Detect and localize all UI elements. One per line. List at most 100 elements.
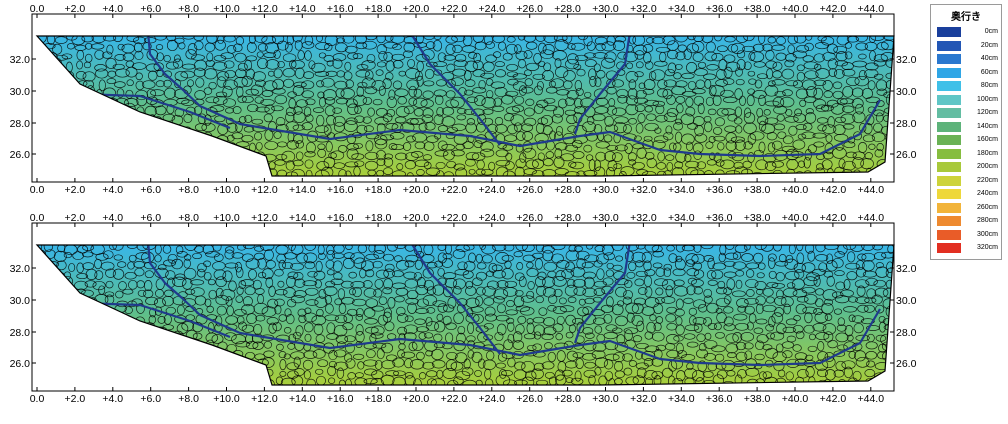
x-tick-label-bottom: +20.0 [403,184,430,196]
legend-label: 300cm [976,230,998,238]
x-tick-label-bottom: +8.0 [178,393,199,405]
legend-label: 240cm [976,190,998,197]
x-tick-label-top: +32.0 [630,212,657,224]
legend-label: 280cm [976,217,998,224]
x-tick-label-top: +6.0 [140,3,161,15]
x-tick-label-top: +26.0 [516,3,543,15]
y-tick-label-left: 28.0 [10,327,31,339]
legend-swatch [937,40,961,51]
y-tick-label-left: 32.0 [10,263,31,275]
x-tick-label-bottom: +14.0 [289,393,316,405]
x-tick-label-bottom: +22.0 [441,393,468,405]
legend-swatch [937,54,961,64]
x-tick-label-top: +8.0 [178,3,199,15]
x-tick-label-top: +20.0 [403,212,430,224]
x-tick-label-top: +24.0 [479,3,506,15]
x-tick-label-top: +28.0 [554,3,581,15]
x-tick-label-bottom: +44.0 [858,184,885,196]
y-tick-label-left: 30.0 [10,295,31,307]
x-tick-label-top: +18.0 [365,3,392,15]
legend-title: 奥行き [951,12,981,23]
legend-label: 100cm [976,95,998,103]
legend-swatch [937,121,961,132]
x-tick-label-top: +2.0 [65,212,86,224]
legend-label: 320cm [976,244,998,251]
x-tick-label-bottom: +32.0 [630,184,657,196]
x-tick-label-bottom: +28.0 [554,184,581,196]
x-tick-label-bottom: +36.0 [706,393,733,405]
x-tick-label-top: +42.0 [820,212,847,224]
stone-wall [37,36,894,176]
stone-wall [37,245,894,385]
y-tick-label-right: 30.0 [896,86,917,98]
legend-swatch [937,27,961,37]
x-tick-label-top: +26.0 [516,212,543,224]
x-tick-label-bottom: +20.0 [403,393,430,405]
x-tick-label-top: +18.0 [365,212,392,224]
x-tick-label-top: +30.0 [592,3,619,15]
x-tick-label-top: +16.0 [327,212,354,224]
legend-label: 260cm [976,203,998,211]
x-tick-label-top: +10.0 [213,3,240,15]
y-tick-label-left: 28.0 [10,118,31,130]
legend-label: 20cm [980,41,998,49]
y-tick-label-right: 28.0 [896,118,917,130]
legend-swatch [937,216,961,226]
legend-swatch [937,202,961,213]
x-tick-label-top: +28.0 [554,212,581,224]
x-tick-label-bottom: +24.0 [479,393,506,405]
x-tick-label-top: +4.0 [102,3,123,15]
x-tick-label-top: +8.0 [178,212,199,224]
x-tick-label-top: +44.0 [858,212,885,224]
elevation-panel-top: 0.00.0+2.0+2.0+4.0+4.0+6.0+6.0+8.0+8.0+1… [10,3,917,196]
x-tick-label-top: +10.0 [213,212,240,224]
x-tick-label-bottom: +18.0 [365,184,392,196]
x-tick-label-bottom: +34.0 [668,184,695,196]
legend-swatch [937,243,961,253]
x-tick-label-bottom: +38.0 [744,393,771,405]
x-tick-label-bottom: +36.0 [706,184,733,196]
y-tick-label-right: 26.0 [896,149,917,161]
legend-label: 140cm [976,122,998,130]
x-tick-label-top: +12.0 [251,3,278,15]
x-tick-label-top: +14.0 [289,212,316,224]
x-tick-label-top: +32.0 [630,3,657,15]
x-tick-label-top: +6.0 [140,212,161,224]
x-tick-label-bottom: +12.0 [251,393,278,405]
x-tick-label-bottom: +16.0 [327,184,354,196]
x-tick-label-top: +22.0 [441,3,468,15]
x-tick-label-bottom: 0.0 [30,393,45,405]
legend-label: 160cm [976,136,998,143]
x-tick-label-bottom: +18.0 [365,393,392,405]
x-tick-label-bottom: +22.0 [441,184,468,196]
y-tick-label-left: 26.0 [10,358,31,370]
legend-label: 120cm [976,109,998,116]
x-tick-label-top: +12.0 [251,212,278,224]
x-tick-label-top: +24.0 [479,212,506,224]
x-tick-label-top: +2.0 [65,3,86,15]
x-tick-label-top: +36.0 [706,212,733,224]
x-tick-label-bottom: +26.0 [516,184,543,196]
y-tick-label-left: 30.0 [10,86,31,98]
x-tick-label-top: +34.0 [668,212,695,224]
x-tick-label-bottom: +44.0 [858,393,885,405]
x-tick-label-bottom: +6.0 [140,184,161,196]
x-tick-label-bottom: +28.0 [554,393,581,405]
legend-swatch [937,67,961,78]
legend-swatch [937,94,961,105]
elevation-panel-bottom: 0.00.0+2.0+2.0+4.0+4.0+6.0+6.0+8.0+8.0+1… [10,212,917,405]
x-tick-label-top: +22.0 [441,212,468,224]
x-tick-label-bottom: +42.0 [820,393,847,405]
x-tick-label-bottom: +6.0 [140,393,161,405]
y-tick-label-right: 26.0 [896,358,917,370]
x-tick-label-bottom: +30.0 [592,184,619,196]
legend-label: 40cm [980,55,998,62]
legend-label: 0cm [984,28,998,35]
legend-swatch [937,175,961,186]
x-tick-label-top: +16.0 [327,3,354,15]
x-tick-label-bottom: +40.0 [782,184,809,196]
legend-swatch [937,81,961,91]
x-tick-label-top: 0.0 [30,3,45,15]
legend-swatch [937,135,961,145]
